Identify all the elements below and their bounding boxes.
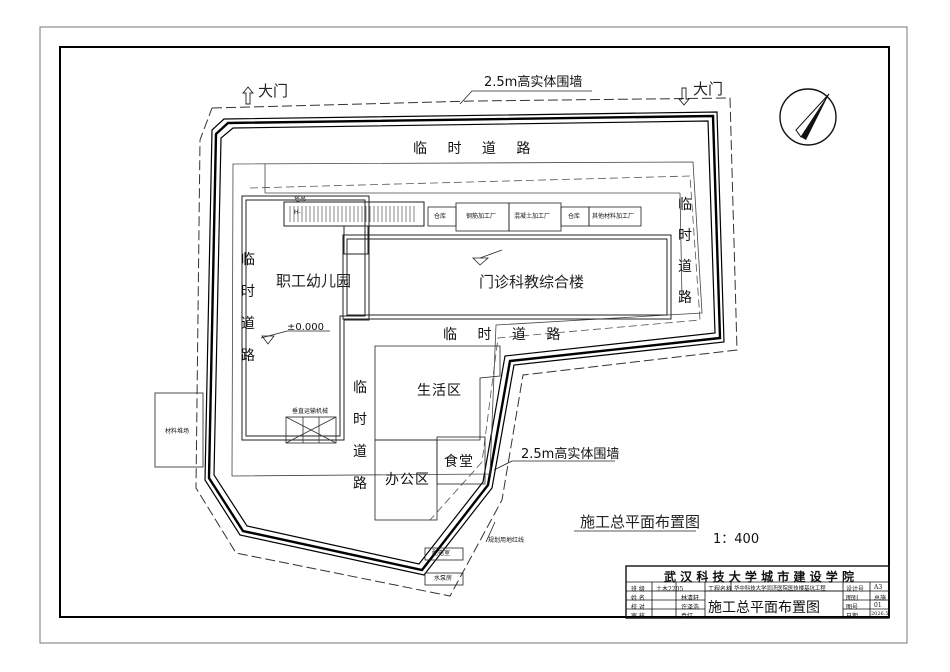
material-yard-label: 材料堆场 — [165, 428, 190, 435]
title-block-drawing-no-value: 01 — [874, 602, 882, 609]
title-block — [625, 565, 890, 619]
hoist-label: 垂直运输机械 — [292, 408, 329, 415]
gate-arrows — [242, 86, 690, 106]
title-block-project-value: 华中科技大学同济医院医技楼基坑工程 — [734, 586, 826, 592]
title-block-date-value: 2026.5 — [871, 611, 889, 617]
road-left-vertical-label: 临时道路 — [241, 252, 255, 364]
title-block-design-no-value: A3 — [874, 584, 883, 591]
crane-rail — [283, 201, 425, 255]
sheet-outer-border — [39, 26, 908, 644]
road-middle-label: 临 时 道 路 — [443, 327, 562, 343]
other-workshop-label: 其他材料加工厂 — [592, 213, 635, 220]
road-top-label: 临 时 道 路 — [413, 141, 532, 157]
office-area-label: 办公区 — [385, 472, 430, 488]
drawing-scale: 1：400 — [713, 532, 760, 547]
title-block-date-label: 日期 — [846, 613, 859, 620]
power-room-label: 配电室 — [432, 550, 451, 557]
pump-room-label: 水泵房 — [434, 575, 453, 582]
leader-lines — [260, 90, 696, 543]
title-block-check-label: 校 对 — [631, 604, 645, 611]
crane-2-label: H- — [294, 209, 301, 216]
road-right-vertical-label: 临时道路 — [678, 197, 692, 306]
redline-label: 规划用地红线 — [488, 537, 525, 544]
title-block-check-value: 许泽浩 — [681, 604, 700, 611]
title-block-review-value: 袁红 — [681, 613, 694, 620]
gate-right-label: 大门 — [693, 80, 724, 98]
title-block-drawing-no-label: 图号 — [846, 604, 859, 611]
title-block-name-label: 姓 名 — [631, 595, 645, 602]
title-block-project-label: 工程名称 — [708, 586, 733, 593]
warehouse-2-label: 仓库 — [568, 213, 581, 220]
title-block-class-value: 土木2205 — [656, 586, 684, 593]
road-center-vertical-label: 临时道路 — [353, 380, 367, 492]
title-block-class-label: 班 级 — [631, 586, 645, 593]
drawing-title: 施工总平面布置图 — [580, 513, 701, 531]
redline-outline — [195, 97, 738, 597]
kindergarten-block — [241, 195, 370, 441]
title-block-name-value: 林清轩 — [681, 595, 700, 602]
living-area-label: 生活区 — [417, 383, 462, 399]
title-block-drawing-type-value: 总施 — [874, 595, 887, 602]
site-roads — [231, 161, 703, 477]
concrete-workshop-label: 混凝土加工厂 — [514, 213, 551, 220]
wall-top-label: 2.5m高实体围墙 — [484, 75, 583, 90]
north-arrow — [779, 88, 837, 146]
clinic-building-block — [342, 234, 672, 320]
sheet-inner-border — [59, 46, 890, 618]
perimeter-wall — [204, 111, 725, 576]
gate-left-label: 大门 — [258, 82, 289, 100]
title-block-institution: 武 汉 科 技 大 学 城 市 建 设 学 院 — [664, 570, 854, 584]
elevation-label: ±0.000 — [287, 322, 325, 333]
title-block-drawing-type-label: 图别 — [846, 595, 859, 602]
title-block-sheet-title: 施工总平面布置图 — [708, 600, 820, 616]
title-block-design-no-label: 设计号 — [846, 586, 865, 593]
steel-workshop-label: 钢筋加工厂 — [466, 213, 497, 220]
canteen-label: 食堂 — [444, 454, 474, 470]
support-buildings — [154, 345, 501, 586]
wall-bottom-label: 2.5m高实体围墙 — [521, 447, 620, 462]
kindergarten-label: 职工幼儿园 — [276, 272, 352, 290]
crane-1-label: 塔吊 — [294, 196, 307, 203]
warehouse-1-label: 仓库 — [434, 213, 447, 220]
clinic-building-label: 门诊科教综合楼 — [479, 273, 585, 291]
title-block-review-label: 审 核 — [631, 613, 645, 620]
workshops — [427, 202, 642, 232]
water-supply-line — [249, 175, 701, 521]
